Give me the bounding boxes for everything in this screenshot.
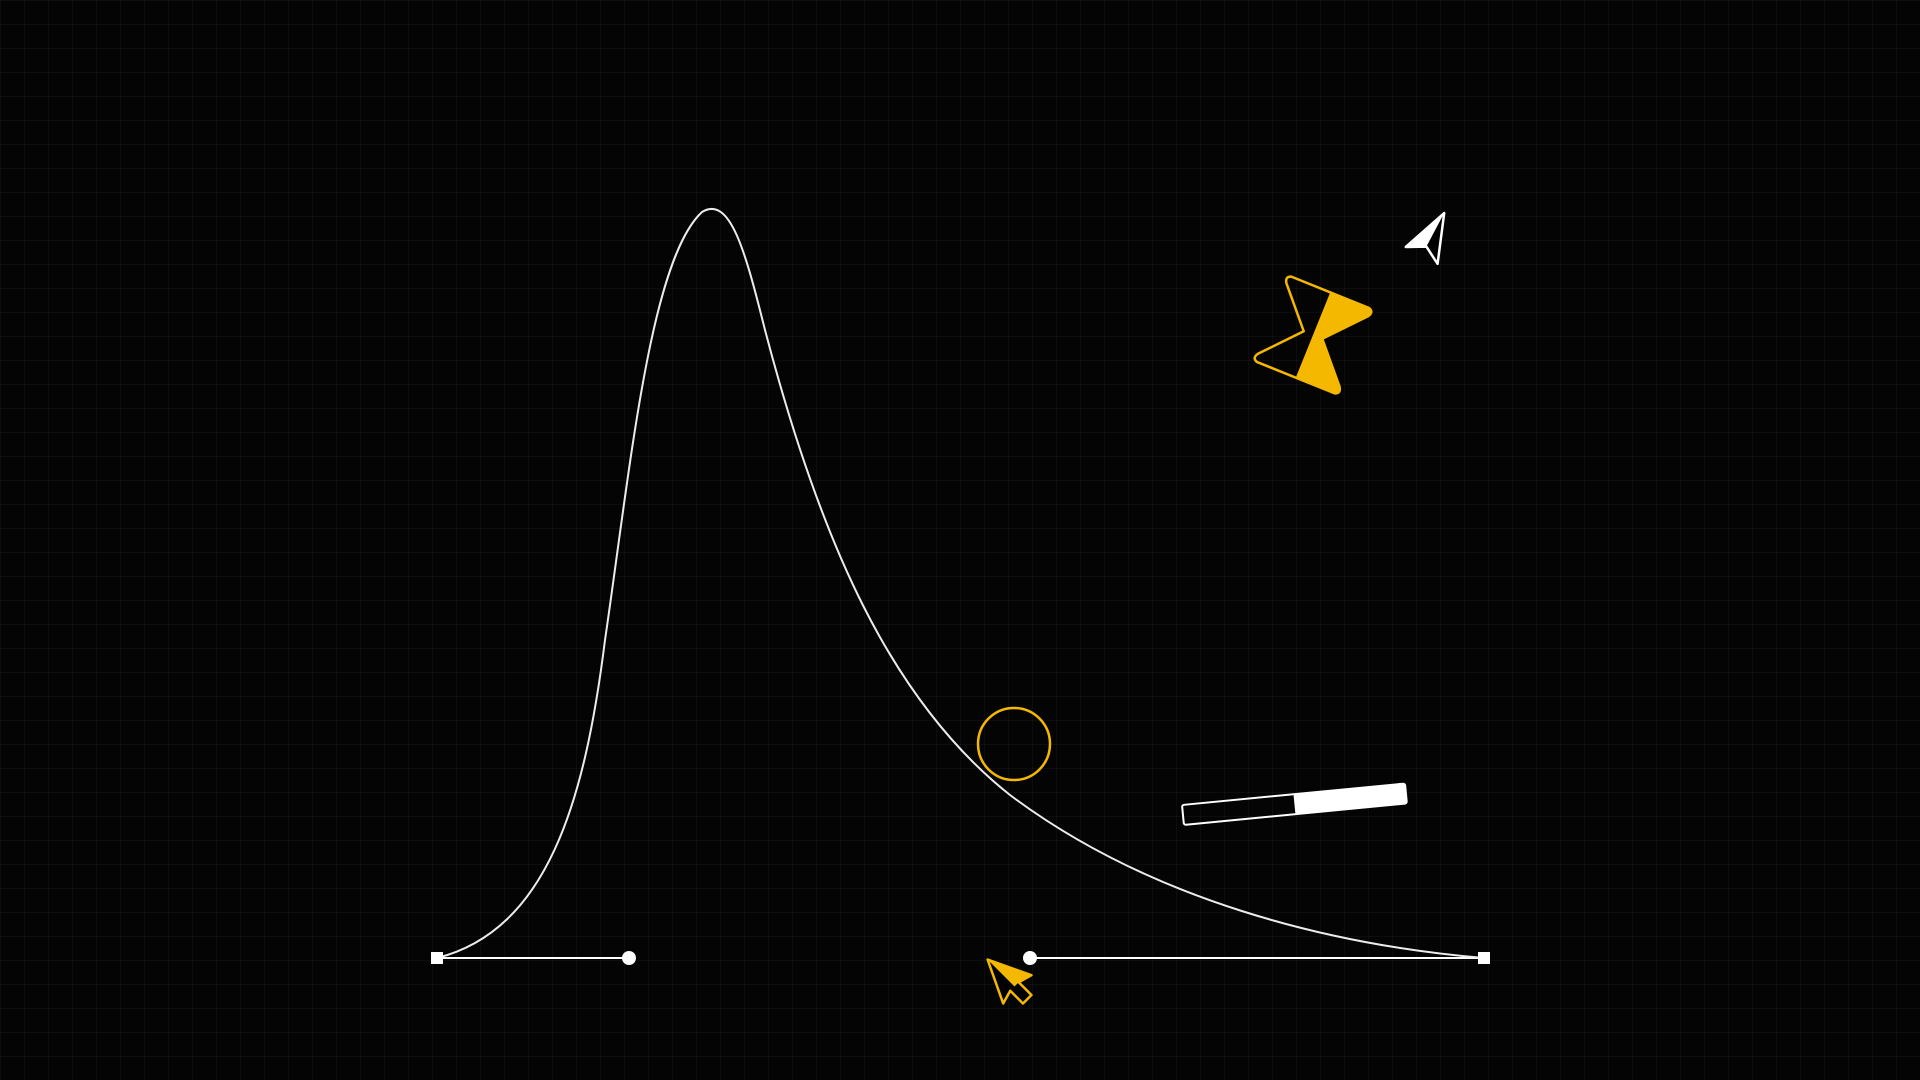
hourglass-icon — [1253, 275, 1373, 395]
pointer-cursor-icon — [1404, 211, 1446, 266]
pointer-cursor-icon — [986, 958, 1033, 1005]
cursor-secondary-outline — [1404, 211, 1446, 266]
round-control-handle-icon[interactable] — [622, 951, 636, 965]
cursor-main-fill — [987, 959, 1032, 987]
progress-bar — [1181, 782, 1408, 826]
bezier-curve-icon[interactable] — [436, 207, 1485, 959]
progress-track — [1181, 782, 1408, 826]
hourglass-fill — [1295, 292, 1372, 394]
square-anchor-icon[interactable] — [431, 952, 443, 964]
progress-fill — [1293, 783, 1407, 814]
round-control-handle-icon[interactable] — [1023, 951, 1037, 965]
square-anchor-icon[interactable] — [1478, 952, 1490, 964]
cursor-secondary-fill — [1405, 213, 1445, 247]
circle-target-icon — [976, 706, 1052, 782]
